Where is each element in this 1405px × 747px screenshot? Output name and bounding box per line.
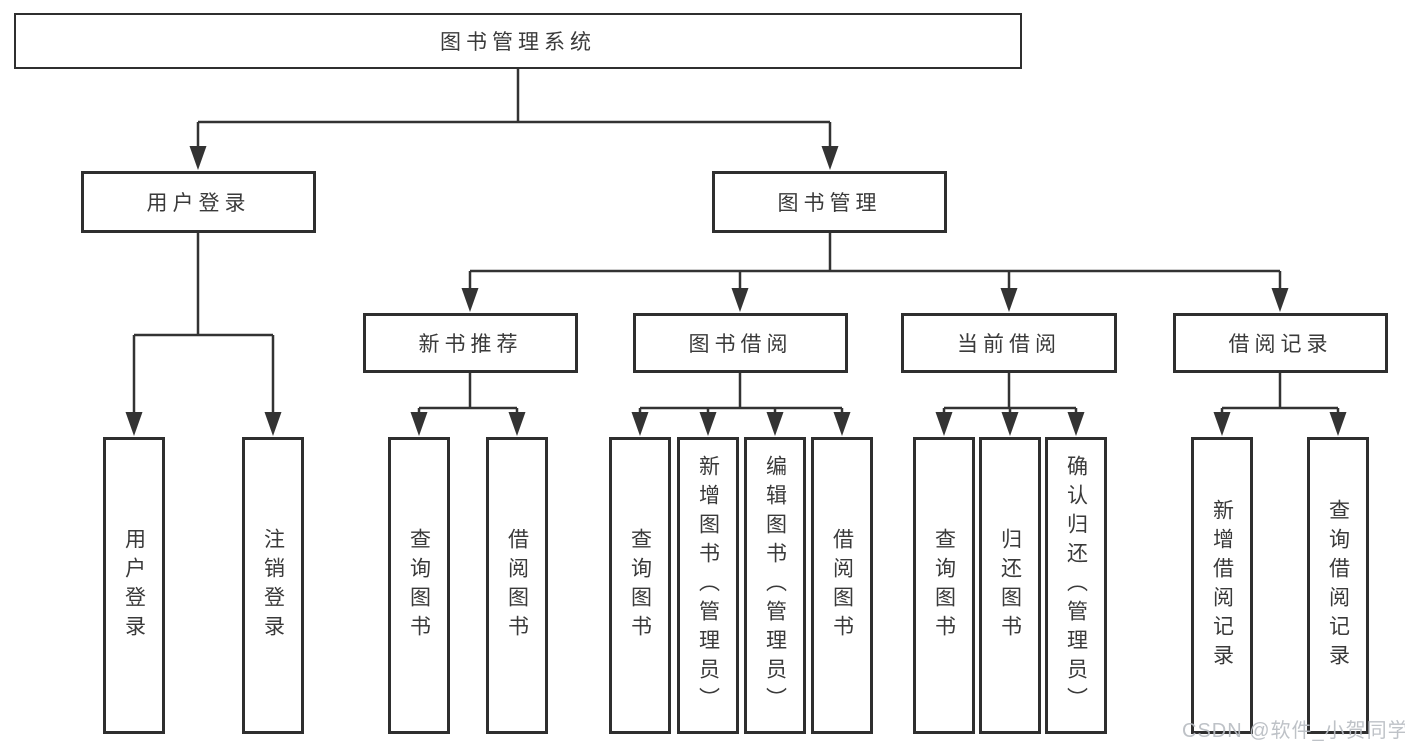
leaf-logout: 注销登录 bbox=[242, 437, 304, 734]
leaf-borrow-books-recommend: 借阅图书 bbox=[486, 437, 548, 734]
leaf-add-book-admin: 新增图书（管理员） bbox=[677, 437, 739, 734]
node-library-management-system: 图书管理系统 bbox=[14, 13, 1022, 69]
node-borrow-records: 借阅记录 bbox=[1173, 313, 1388, 373]
leaf-borrow-books-borrow: 借阅图书 bbox=[811, 437, 873, 734]
node-user-login: 用户登录 bbox=[81, 171, 316, 233]
leaf-query-books-recommend: 查询图书 bbox=[388, 437, 450, 734]
leaf-confirm-return-admin: 确认归还（管理员） bbox=[1045, 437, 1107, 734]
leaf-query-books-current: 查询图书 bbox=[913, 437, 975, 734]
leaf-query-borrow-record: 查询借阅记录 bbox=[1307, 437, 1369, 734]
leaf-query-books-borrow: 查询图书 bbox=[609, 437, 671, 734]
watermark-text: CSDN @软件_小贺同学 bbox=[1182, 720, 1405, 742]
node-current-borrow: 当前借阅 bbox=[901, 313, 1117, 373]
leaf-user-login: 用户登录 bbox=[103, 437, 165, 734]
leaf-edit-book-admin: 编辑图书（管理员） bbox=[744, 437, 806, 734]
leaf-add-borrow-record: 新增借阅记录 bbox=[1191, 437, 1253, 734]
node-new-book-recommend: 新书推荐 bbox=[363, 313, 578, 373]
leaf-return-book: 归还图书 bbox=[979, 437, 1041, 734]
node-book-management: 图书管理 bbox=[712, 171, 947, 233]
node-book-borrow: 图书借阅 bbox=[633, 313, 848, 373]
